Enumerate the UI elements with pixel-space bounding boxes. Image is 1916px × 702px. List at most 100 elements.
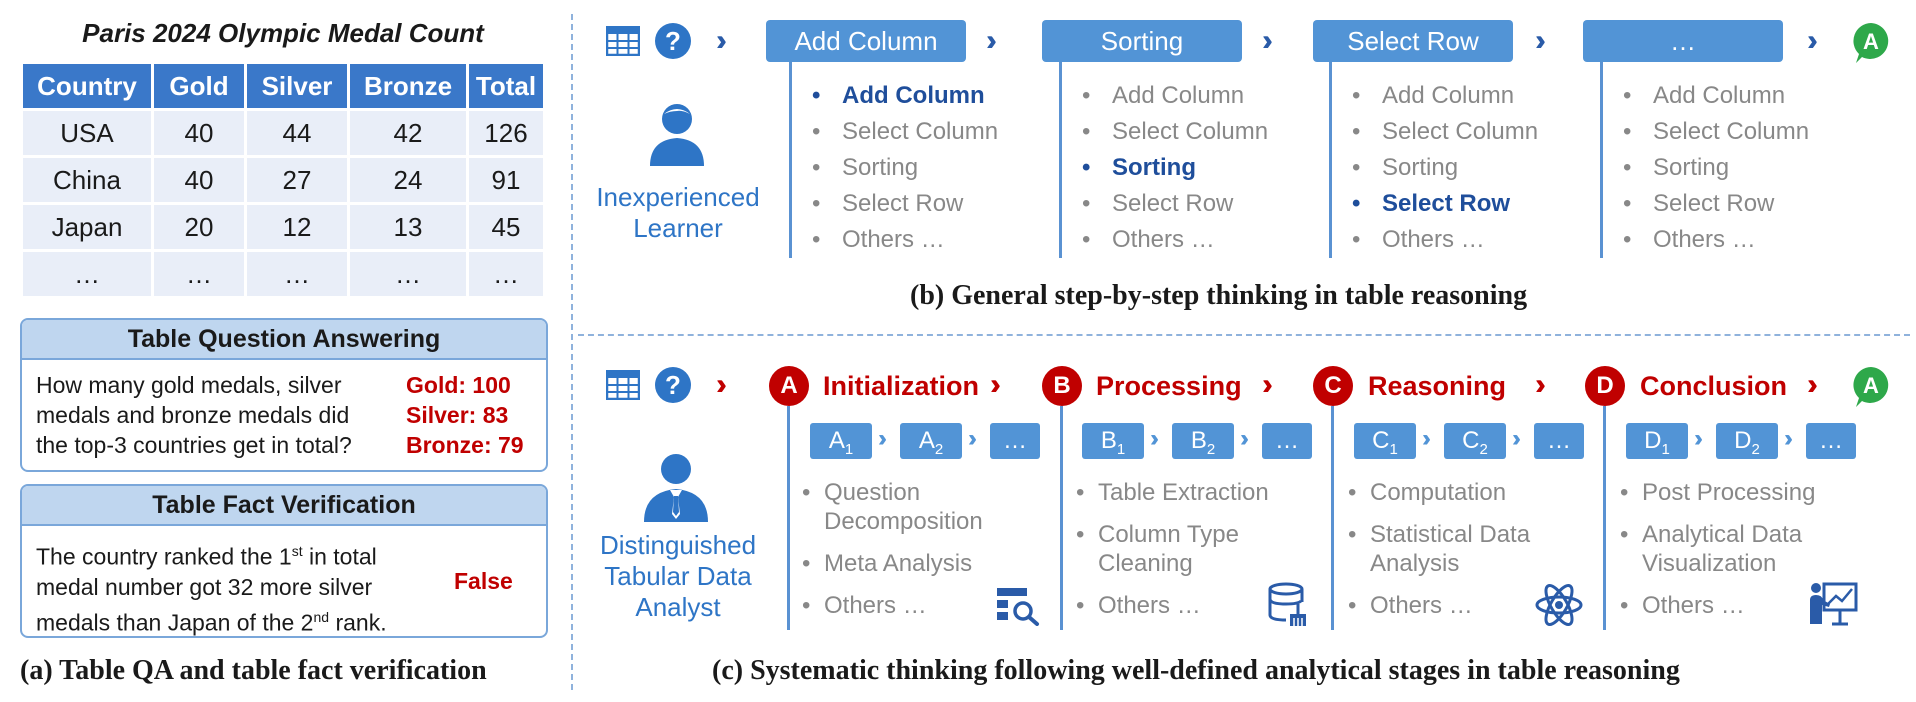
atom-icon (1535, 584, 1583, 626)
stage-item: Meta Analysis (802, 549, 1012, 578)
chevron-arrow-icon: ›› (1262, 368, 1273, 401)
step-stem (1059, 62, 1062, 258)
stage-item: Computation (1348, 478, 1548, 507)
svg-text:A: A (1863, 373, 1879, 398)
substep-box: D1 (1626, 423, 1688, 459)
fv-statement: The country ranked the 1st in total meda… (36, 536, 387, 636)
chevron-arrow-icon: ›› (1807, 368, 1818, 401)
stage-b-list: Table Extraction Column Type Cleaning Ot… (1076, 478, 1276, 633)
fv-statement-line: The country ranked the 1st in total (36, 536, 387, 572)
table-header-row: Country Gold Silver Bronze Total (23, 64, 543, 108)
option-item: •Sorting (1352, 154, 1459, 181)
substep-box: D2 (1716, 423, 1778, 459)
qa-answer: Gold: 100 Silver: 83 Bronze: 79 (406, 370, 524, 460)
table-cell: 24 (350, 158, 466, 202)
medal-table-title: Paris 2024 Olympic Medal Count (82, 18, 484, 48)
step-header: … (1583, 20, 1783, 62)
fv-text: in total (302, 543, 377, 570)
stage-stem (1603, 406, 1606, 630)
question-icon: ? (655, 23, 691, 59)
option-item-selected: •Sorting (1082, 154, 1196, 181)
option-item: •Others … (1082, 226, 1215, 253)
substep-box: B2 (1172, 423, 1234, 459)
column-header: Country (23, 64, 151, 108)
stage-item: Others … (802, 591, 1012, 620)
svg-text:?: ? (665, 370, 681, 400)
table-row: USA 40 44 42 126 (23, 111, 543, 155)
small-chevron-icon: ›› (1512, 425, 1521, 452)
substep-box: … (1806, 423, 1856, 459)
option-item: •Add Column (1623, 82, 1786, 109)
step-header: Add Column (766, 20, 966, 62)
analyst-label-line: Distinguished (599, 530, 757, 560)
qa-answer-line: Gold: 100 (406, 372, 511, 398)
stage-item: Analytical Data Visualization (1620, 520, 1840, 578)
option-item: •Select Row (1082, 190, 1234, 217)
table-cell: 13 (350, 205, 466, 249)
option-list: •Add Column •Select Column •Sorting •Sel… (1082, 78, 1268, 258)
table-cell: 20 (154, 205, 244, 249)
table-cell: … (23, 252, 151, 296)
stage-a-list: Question Decomposition Meta Analysis Oth… (802, 478, 1012, 633)
table-cell: 42 (350, 111, 466, 155)
chevron-arrow-icon: ›› (716, 368, 727, 401)
fv-superscript: nd (313, 608, 330, 625)
horizontal-divider (578, 334, 1910, 336)
step-stem (789, 62, 792, 258)
table-fv-box: Table Fact Verification The country rank… (20, 484, 548, 638)
caption-a: (a) Table QA and table fact verification (20, 655, 487, 686)
chevron-arrow-icon: ›› (990, 368, 1001, 401)
stage-c-title: Reasoning (1368, 371, 1507, 401)
fv-statement-line: medals than Japan of the 2nd rank. (36, 602, 387, 636)
analyst-label-line: Tabular Data (604, 561, 752, 591)
stage-item: Others … (1348, 591, 1548, 620)
stage-a-title: Initialization (823, 371, 980, 401)
table-cell: USA (23, 111, 151, 155)
small-chevron-icon: ›› (1240, 425, 1249, 452)
step-header: Select Row (1313, 20, 1513, 62)
option-list: •Add Column •Select Column •Sorting •Sel… (812, 78, 998, 258)
table-cell: … (469, 252, 543, 296)
stage-a-badge: A (769, 366, 809, 406)
step-stem (1600, 62, 1603, 258)
learner-label: Inexperienced Learner (588, 182, 768, 244)
table-cell: Japan (23, 205, 151, 249)
qa-question-line: the top-3 countries get in total? (36, 432, 352, 458)
table-cell: 44 (247, 111, 347, 155)
stage-d-list: Post Processing Analytical Data Visualiz… (1620, 478, 1840, 633)
small-chevron-icon: ›› (968, 425, 977, 452)
option-item: •Others … (812, 226, 945, 253)
table-cell: … (154, 252, 244, 296)
stage-item: Table Extraction (1076, 478, 1276, 507)
stage-b-title: Processing (1096, 371, 1242, 401)
small-chevron-icon: ›› (878, 425, 887, 452)
fv-text: rank. (329, 609, 387, 636)
column-header: Gold (154, 64, 244, 108)
option-list: •Add Column •Select Column •Sorting •Sel… (1352, 78, 1538, 258)
learner-label-line: Inexperienced (596, 182, 760, 212)
presentation-icon (1810, 582, 1858, 626)
fv-text: The country ranked the 1 (36, 543, 292, 570)
analyst-label: Distinguished Tabular Data Analyst (578, 530, 778, 623)
database-clean-icon (1268, 582, 1306, 626)
table-search-icon (997, 588, 1039, 626)
small-chevron-icon: ›› (1784, 425, 1793, 452)
answer-badge-icon: A (1853, 23, 1889, 63)
small-chevron-icon: ›› (1694, 425, 1703, 452)
substep-box: B1 (1082, 423, 1144, 459)
step-stem (1329, 62, 1332, 258)
table-row: … … … … … (23, 252, 543, 296)
answer-badge-icon: A (1853, 367, 1889, 407)
option-item-selected: •Select Row (1352, 190, 1511, 217)
stage-item: Others … (1076, 591, 1276, 620)
substep-box: C2 (1444, 423, 1506, 459)
table-cell: 45 (469, 205, 543, 249)
chevron-arrow-icon: ›› (716, 24, 727, 57)
table-cell: China (23, 158, 151, 202)
small-chevron-icon: ›› (1422, 425, 1431, 452)
table-cell: … (350, 252, 466, 296)
table-row: China 40 27 24 91 (23, 158, 543, 202)
qa-question-line: medals and bronze medals did (36, 402, 350, 428)
svg-text:A: A (1863, 29, 1879, 54)
table-icon (606, 370, 640, 400)
